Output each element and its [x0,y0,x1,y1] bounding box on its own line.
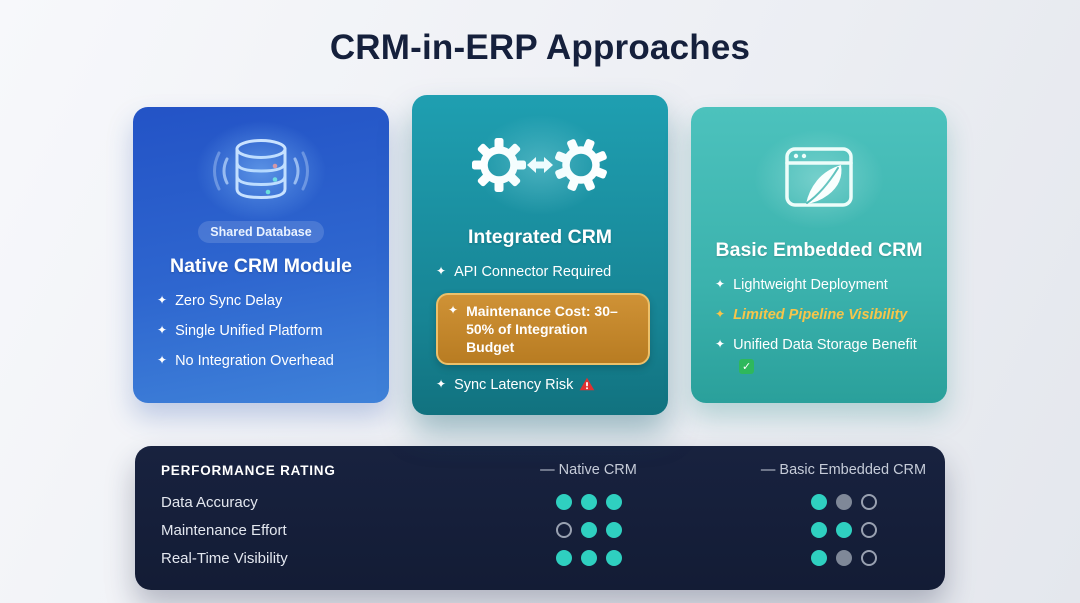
rating-dot-teal [835,522,852,538]
panel-heading: PERFORMANCE RATING [161,462,336,478]
bullet-limited-pipeline-visibility: ✦ Limited Pipeline Visibility [715,306,929,325]
rating-dot-teal [580,522,597,538]
rating-row-real-time-visibility: Real-Time Visibility [161,544,919,572]
card-basic-embedded-crm: Basic Embedded CRM ✦ Lightweight Deploym… [691,107,947,403]
dots-native [461,522,716,538]
rating-dot-outline [860,550,877,566]
dots-embedded [716,550,971,566]
dots-embedded [716,494,971,510]
star-bullet-icon: ✦ [157,352,168,367]
bullet-text: Sync Latency Risk [454,376,595,397]
rating-dot-teal [580,550,597,566]
row-label: Real-Time Visibility [161,549,288,567]
dots-native [461,494,716,510]
check-icon: ✓ [739,359,755,375]
performance-rating-panel: PERFORMANCE RATING — Native CRM — Basic … [135,446,945,590]
rating-dot-outline [860,494,877,510]
star-bullet-icon: ✦ [436,263,447,278]
row-label: Data Accuracy [161,493,258,511]
star-bullet-icon: ✦ [448,302,459,317]
bullet-sync-latency-risk: ✦ Sync Latency Risk [436,376,650,397]
legend-basic-embedded-crm: — Basic Embedded CRM [760,462,927,478]
rating-dot-teal [605,522,622,538]
row-label: Maintenance Effort [161,521,287,539]
page-title: CRM-in-ERP Approaches [329,28,751,67]
card-title-native: Native CRM Module [169,255,352,277]
highlight-pill: ✦ Maintenance Cost: 30–50% of Integratio… [436,292,650,366]
warning-icon [579,377,595,397]
rating-dot-gray [835,550,852,566]
bullet-maintenance-cost-highlight: ✦ Maintenance Cost: 30–50% of Integratio… [436,292,650,366]
rating-dot-outline [860,522,877,538]
star-bullet-icon: ✦ [436,377,447,392]
dots-native [461,550,716,566]
rating-dot-teal [605,494,622,510]
bullet-text: Zero Sync Delay [175,293,283,309]
star-bullet-icon: ✦ [157,322,168,337]
bullet-text: API Connector Required [454,263,612,280]
rating-row-maintenance-effort: Maintenance Effort [161,516,919,544]
star-bullet-icon: ✦ [715,277,726,291]
rating-dot-gray [835,494,852,510]
bullet-api-connector-required: ✦ API Connector Required [436,263,650,282]
bullet-text: Unified Data Storage Benefit✓ [733,336,917,375]
bullet-single-unified-platform: ✦ Single Unified Platform [157,322,371,341]
native-bullet-list: ✦ Zero Sync Delay ✦ Single Unified Platf… [151,292,371,371]
bullet-text: Maintenance Cost: 30–50% of Integration … [466,302,618,355]
bullet-text: Single Unified Platform [175,322,323,339]
approach-cards-row: Shared Database Native CRM Module ✦ Zero… [0,94,1080,416]
bullet-text: No Integration Overhead [175,352,334,369]
star-bullet-icon: ✦ [715,336,726,351]
bullet-lightweight-deployment: ✦ Lightweight Deployment [715,276,929,295]
panel-header-row: PERFORMANCE RATING — Native CRM — Basic … [161,462,926,478]
bullet-text: Lightweight Deployment [733,277,888,293]
rating-row-data-accuracy: Data Accuracy [161,488,919,516]
rating-dot-outline [555,522,572,538]
bullet-text: Limited Pipeline Visibility [733,306,908,323]
card-title-embedded: Basic Embedded CRM [715,239,923,261]
embedded-bullet-list: ✦ Lightweight Deployment ✦ Limited Pipel… [709,276,929,375]
bullet-no-integration-overhead: ✦ No Integration Overhead [157,352,371,371]
database-icon [196,121,326,221]
rating-dot-teal [810,550,827,566]
integrated-bullet-list: ✦ API Connector Required ✦ Maintenance C… [430,263,650,397]
rating-dot-teal [555,494,572,510]
browser-feather-icon [754,129,884,229]
star-bullet-icon: ✦ [715,306,726,321]
card-integrated-crm: Integrated CRM ✦ API Connector Required … [412,95,668,415]
rating-dot-teal [605,550,622,566]
rating-dot-teal [810,522,827,538]
rating-dot-teal [555,550,572,566]
legend-native-crm: — Native CRM [540,462,637,478]
dots-embedded [716,522,971,538]
rating-dot-teal [810,494,827,510]
rating-dot-teal [580,494,597,510]
card-title-integrated: Integrated CRM [467,225,613,248]
bullet-unified-data-storage-benefit: ✦ Unified Data Storage Benefit✓ [715,336,929,375]
shared-database-badge: Shared Database [198,221,324,243]
gears-sync-icon [465,115,615,216]
star-bullet-icon: ✦ [157,293,168,307]
bullet-zero-sync-delay: ✦ Zero Sync Delay [157,292,371,311]
card-native-crm-module: Shared Database Native CRM Module ✦ Zero… [133,107,389,403]
